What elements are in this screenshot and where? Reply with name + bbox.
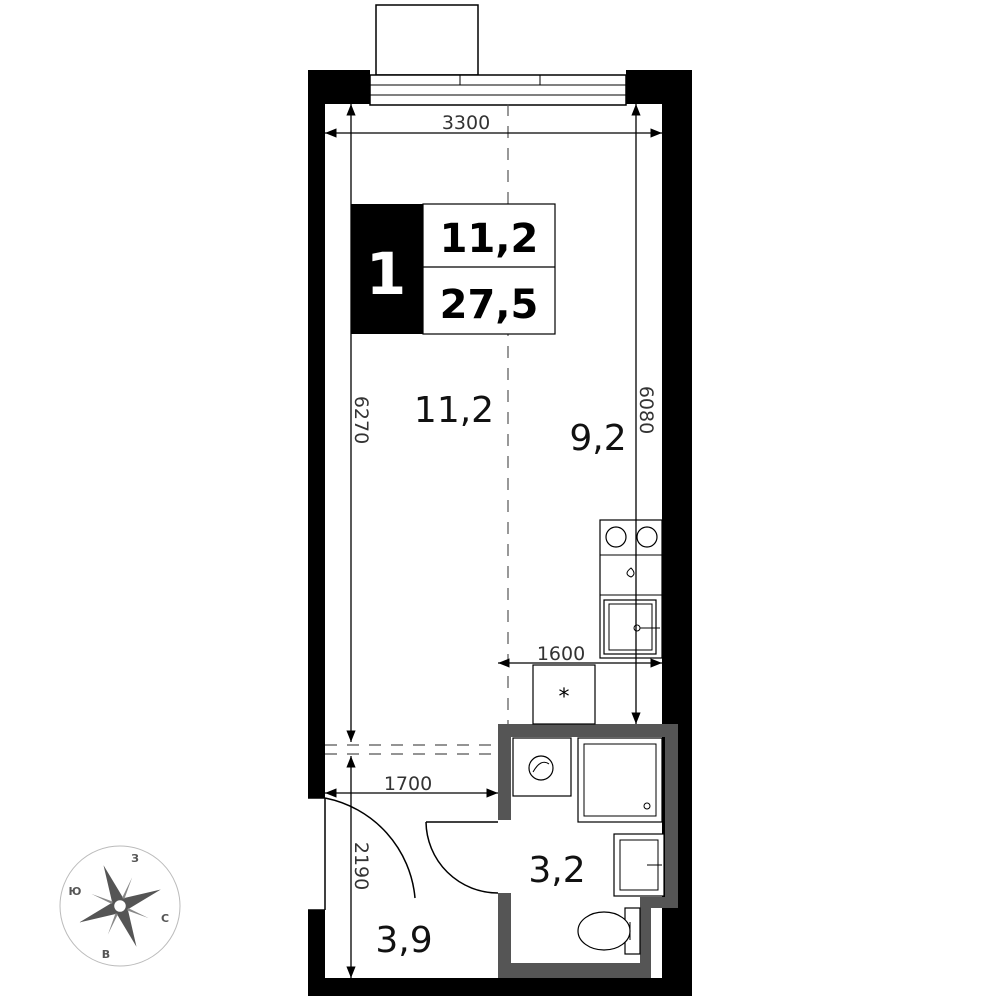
washbasin-icon [613, 833, 665, 897]
dim-kitchen-width: 1600 [537, 643, 585, 665]
room-area-hall: 3,9 [375, 920, 432, 961]
toilet-icon [577, 907, 641, 955]
kitchen-sink-icon [603, 599, 660, 655]
room-area-bathroom: 3,2 [528, 850, 585, 891]
compass-east: В [102, 948, 110, 961]
compass-south: Ю [69, 885, 82, 898]
compass-icon: З С В Ю [59, 845, 181, 967]
room-area-kitchen: 9,2 [569, 418, 626, 459]
shower-cabin-icon [577, 737, 663, 823]
compass-west: З [131, 852, 139, 865]
svg-text:*: * [559, 685, 570, 710]
dim-hall-height: 2190 [350, 842, 372, 890]
exterior-walls [308, 70, 692, 996]
compass-north: С [161, 912, 169, 925]
bathroom-door[interactable] [425, 821, 499, 894]
room-area-living: 11,2 [414, 390, 494, 431]
badge-total-area: 27,5 [440, 282, 539, 328]
bathroom-walls [498, 724, 678, 978]
dim-hall-width: 1700 [384, 773, 432, 795]
dim-height-right: 6080 [635, 386, 657, 434]
balcony [369, 4, 627, 106]
fridge-icon: * [532, 664, 596, 725]
washing-machine-icon [512, 737, 572, 797]
entrance-door[interactable] [308, 797, 416, 911]
badge-rooms: 1 [366, 240, 406, 308]
apartment-badge: 1 11,2 27,5 [351, 203, 556, 335]
dim-height-left: 6270 [350, 396, 372, 444]
dim-width-top: 3300 [442, 112, 490, 134]
badge-living-area: 11,2 [440, 216, 539, 262]
